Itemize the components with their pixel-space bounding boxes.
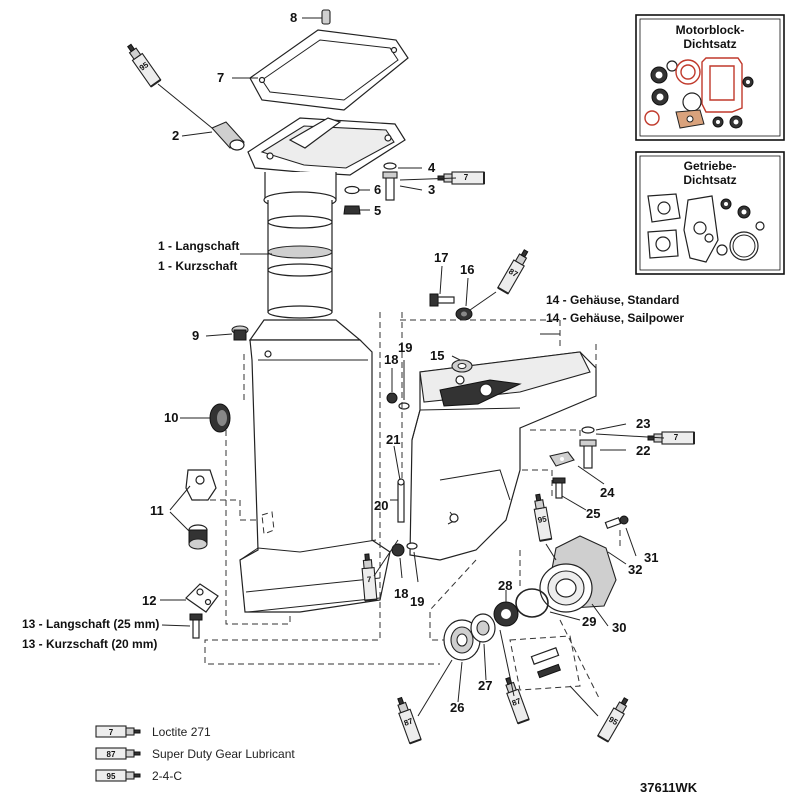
callout-22: 22	[636, 443, 650, 458]
callout-25: 25	[586, 506, 600, 521]
motorblock-kit-title-line1: Motorblock-	[676, 23, 745, 37]
callout-20: 20	[374, 498, 388, 513]
mount-clamp-assembly	[185, 469, 217, 550]
needle-bearing	[493, 601, 519, 627]
callout-29: 29	[582, 614, 596, 629]
tube-87-bl-label: 87	[403, 716, 415, 728]
legend-item-gear-lube: 87 Super Duty Gear Lubricant	[95, 747, 295, 761]
callout-2: 2	[172, 128, 179, 143]
grommet	[209, 403, 231, 433]
callout-21: 21	[386, 432, 400, 447]
tube-87-mid: 87	[496, 246, 533, 295]
tube-7-mid-label: 7	[674, 433, 679, 442]
callout-7: 7	[217, 70, 224, 85]
legend-num-7: 7	[109, 728, 114, 737]
callout-15: 15	[430, 348, 444, 363]
callout-11: 11	[150, 503, 164, 518]
adaptor-plate-gasket	[249, 29, 409, 111]
callout-9: 9	[192, 328, 199, 343]
bracket-screw	[189, 613, 203, 639]
callout-13-long: 13 - Langschaft (25 mm)	[22, 617, 159, 631]
callout-3: 3	[428, 182, 435, 197]
bracket-plate	[185, 583, 219, 613]
seal-ring	[455, 307, 473, 321]
callout-10: 10	[164, 410, 178, 425]
bearing-small	[470, 613, 496, 643]
legend-item-loctite: 7 Loctite 271	[95, 725, 211, 739]
callout-27: 27	[478, 678, 492, 693]
callout-14-sailpower: 14 - Gehäuse, Sailpower	[546, 311, 684, 325]
legend-text-7: Loctite 271	[152, 725, 211, 739]
dowel-pin	[321, 9, 331, 25]
callout-5: 5	[374, 203, 381, 218]
carrier-bolts	[604, 515, 629, 529]
callout-12: 12	[142, 593, 156, 608]
assembly-dashed-lines	[200, 312, 621, 701]
callout-1-short: 1 - Kurzschaft	[158, 259, 237, 273]
long-stud	[397, 478, 405, 523]
bushing-sleeve	[211, 121, 245, 151]
callout-1-long: 1 - Langschaft	[158, 239, 239, 253]
tube-7-low-label: 7	[366, 575, 372, 584]
diagram-reference-code: 37611WK	[640, 780, 698, 795]
legend: 7 Loctite 271 87 Super Duty Gear Lubrica…	[95, 725, 295, 783]
tube-7-mid: 7	[647, 431, 695, 445]
legend-item-2-4-c: 95 2-4-C	[95, 769, 182, 783]
callout-24: 24	[600, 485, 615, 500]
shaft-bearing	[451, 359, 473, 373]
shift-parts-group	[509, 635, 581, 691]
callout-19-top: 19	[398, 340, 412, 355]
callout-17: 17	[434, 250, 448, 265]
nut-washer-top	[386, 392, 410, 410]
leader-lines	[160, 17, 637, 703]
callout-8: 8	[290, 10, 297, 25]
callout-28: 28	[498, 578, 512, 593]
tube-87-bm-label: 87	[511, 696, 523, 708]
callout-30: 30	[612, 620, 626, 635]
callout-18-bottom: 18	[394, 586, 408, 601]
tube-95-top: 95	[123, 41, 162, 88]
tube-7-top-label: 7	[464, 173, 469, 182]
callout-6: 6	[374, 182, 381, 197]
gear-housing	[409, 351, 597, 561]
callout-4: 4	[428, 160, 436, 175]
tube-7-low: 7	[359, 552, 378, 602]
callout-26: 26	[450, 700, 464, 715]
nut-washer-bottom	[391, 542, 418, 557]
driveshaft-housing	[239, 117, 406, 613]
plug-screw	[231, 325, 249, 341]
gearbox-kit-title-line1: Getriebe-	[684, 159, 737, 173]
motorblock-seal-kit: Motorblock- Dichtsatz	[635, 14, 785, 141]
motorblock-kit-title-line2: Dichtsatz	[683, 37, 736, 51]
callout-32: 32	[628, 562, 642, 577]
callout-16: 16	[460, 262, 474, 277]
callout-14-standard: 14 - Gehäuse, Standard	[546, 293, 679, 307]
tube-95-bottom-right: 95	[596, 694, 633, 743]
legend-text-95: 2-4-C	[152, 769, 182, 783]
gearbox-kit-title-line2: Dichtsatz	[683, 173, 736, 187]
callout-23: 23	[636, 416, 650, 431]
tube-95-mid: 95	[530, 492, 553, 542]
bearing-carrier	[539, 535, 617, 613]
legend-num-87: 87	[107, 750, 116, 759]
callout-13-short: 13 - Kurzschaft (20 mm)	[22, 637, 157, 651]
trim-tab-bolts	[549, 426, 597, 499]
washer-nut-bolt-group	[343, 162, 398, 215]
tube-87-bottom-mid: 87	[501, 675, 531, 725]
tube-87-bottom-left: 87	[393, 695, 423, 745]
callout-31: 31	[644, 550, 658, 565]
callout-labels: 8 7 2 4 3 6 5 1 - Langschaft 1 - Kurzsch…	[22, 10, 684, 715]
callout-19-bottom: 19	[410, 594, 424, 609]
tube-7-top: 7	[437, 171, 485, 185]
legend-num-95: 95	[107, 772, 116, 781]
gearbox-seal-kit: Getriebe- Dichtsatz	[635, 151, 785, 275]
o-ring-large	[515, 588, 549, 618]
callout-18-top: 18	[384, 352, 398, 367]
housing-bolt-top	[429, 293, 455, 307]
legend-text-87: Super Duty Gear Lubricant	[152, 747, 295, 761]
tube-95-mid-label: 95	[537, 514, 548, 525]
